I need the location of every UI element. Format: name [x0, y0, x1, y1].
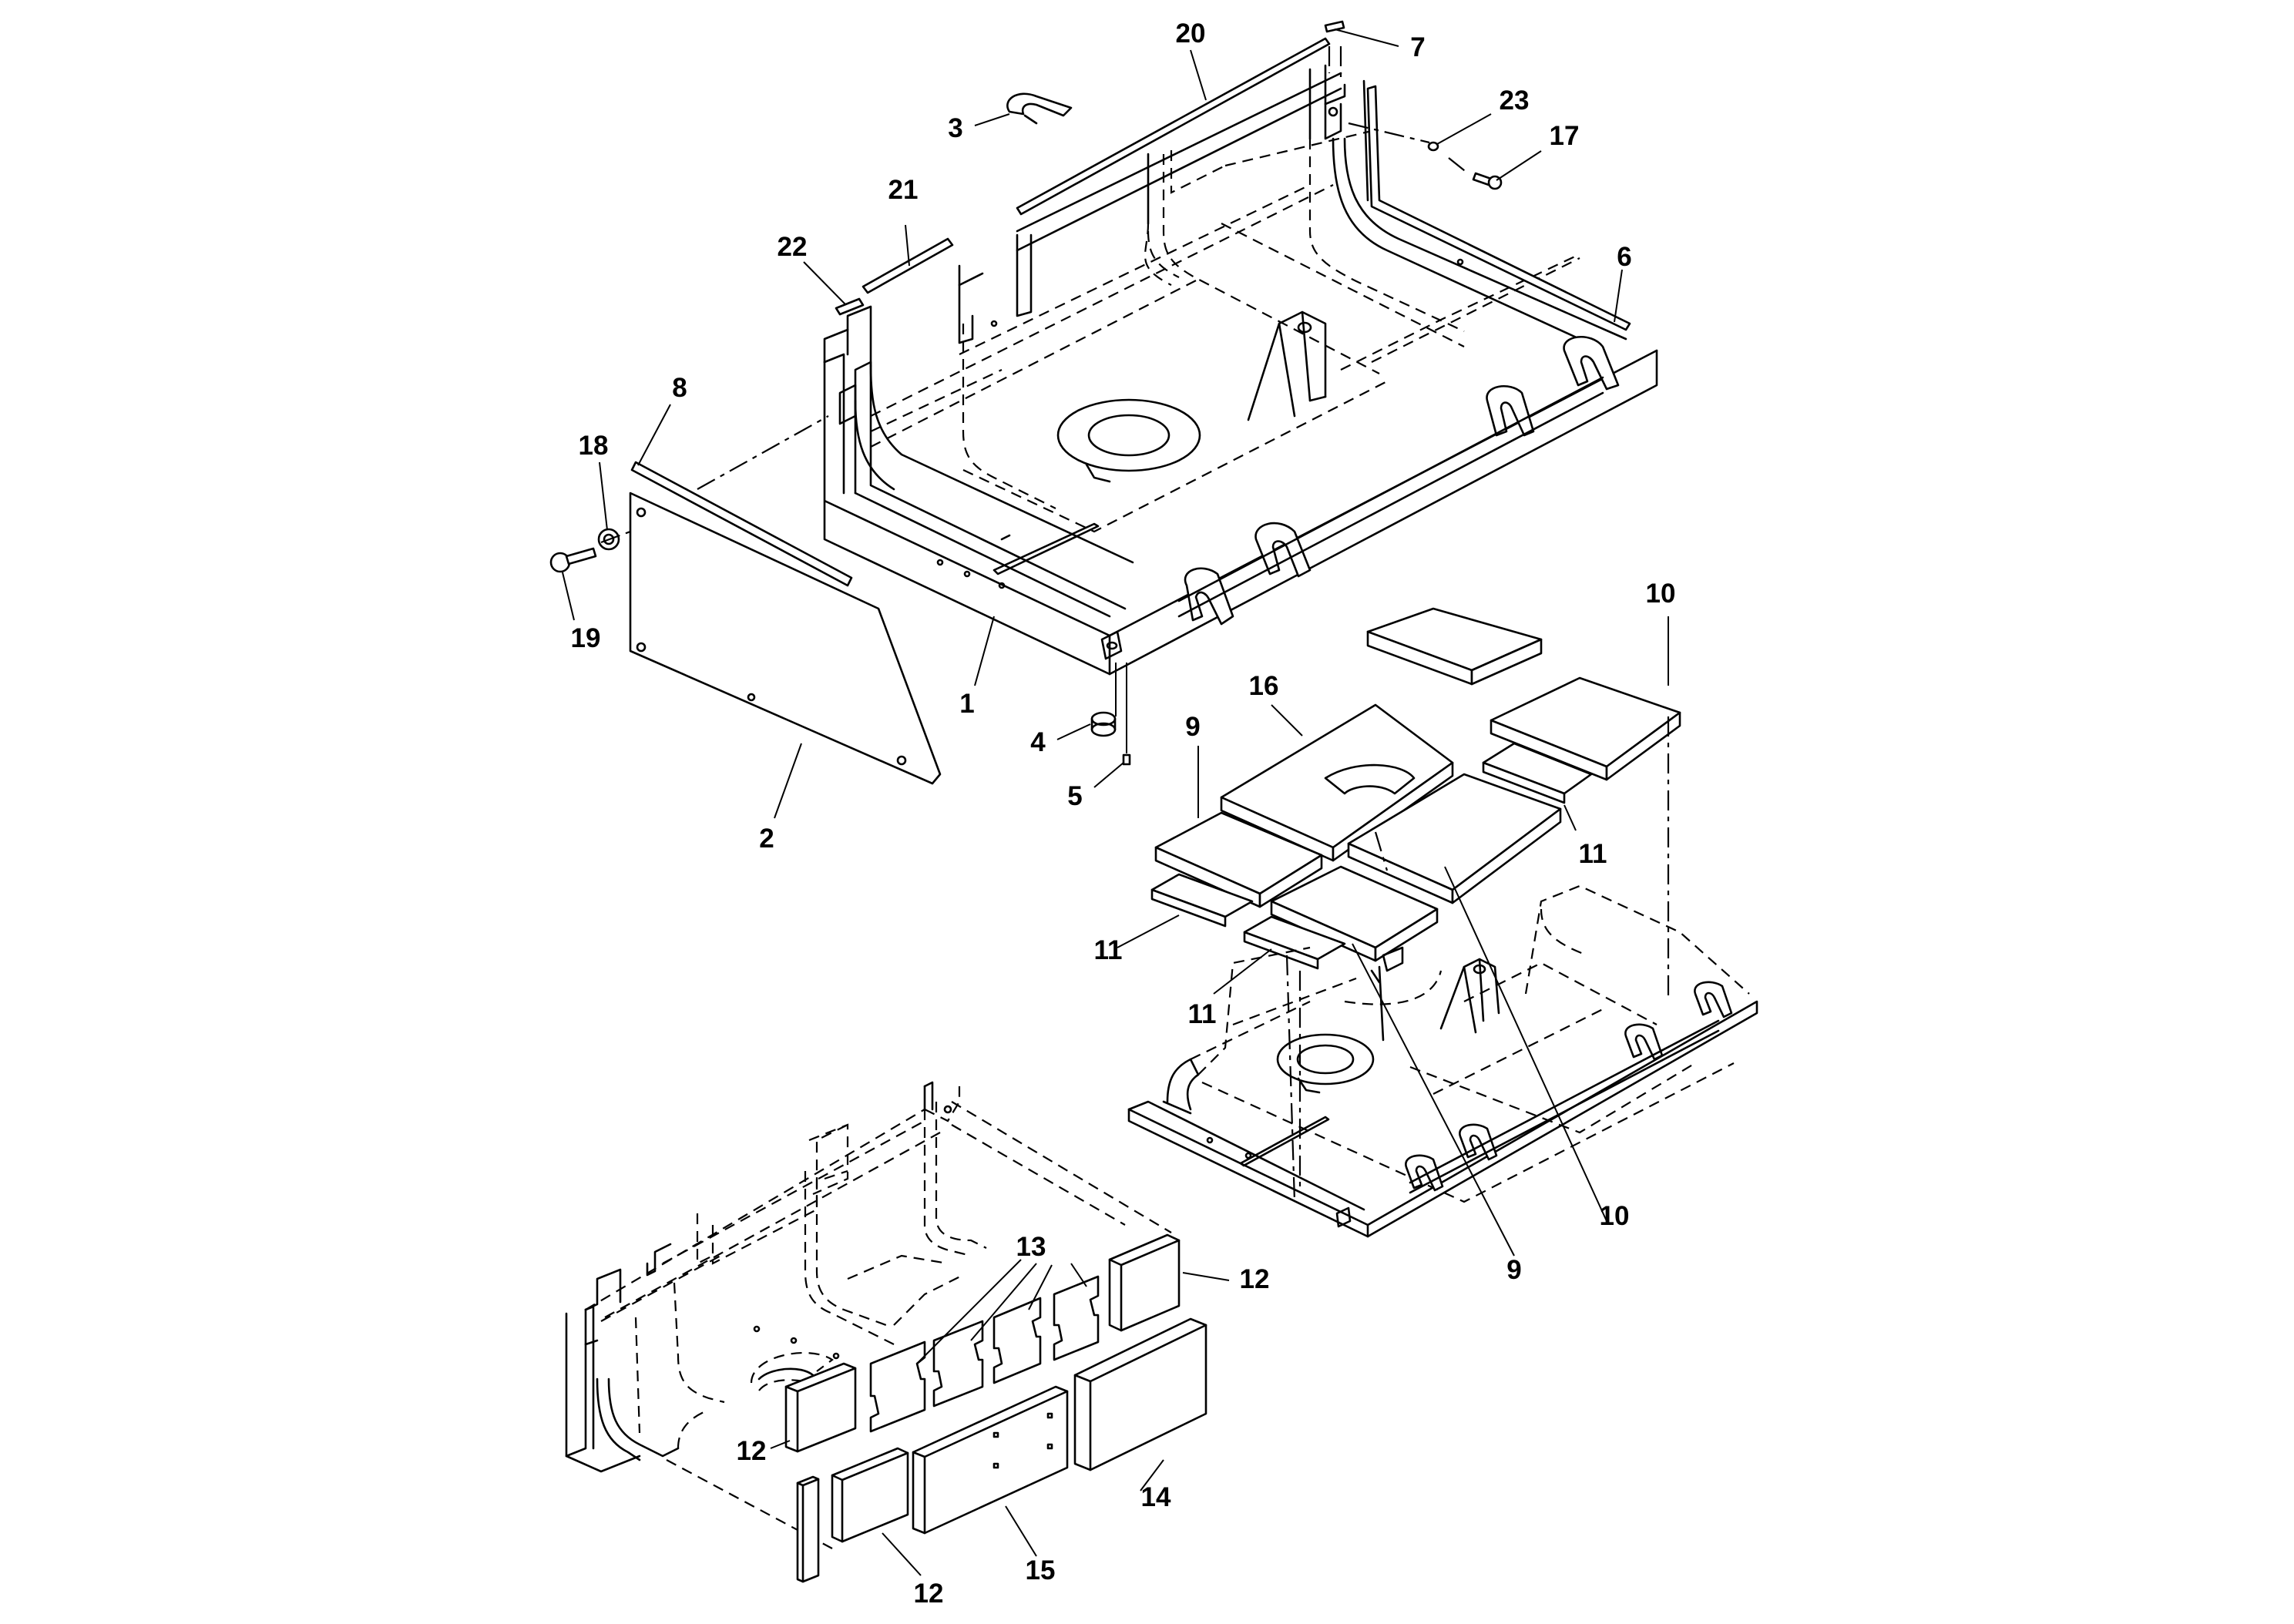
pad-part-12-right	[1108, 1233, 1181, 1332]
callout-13: 13	[1016, 1232, 1046, 1262]
pad-part-15	[912, 1385, 1069, 1535]
callout-12-bottom: 12	[914, 1579, 944, 1609]
rail-part-21	[862, 237, 954, 294]
callout-2: 2	[759, 824, 774, 854]
callout-7: 7	[1410, 32, 1425, 62]
callout-15: 15	[1026, 1555, 1056, 1585]
callout-10-bottom: 10	[1600, 1201, 1630, 1231]
callout-11-bottom: 11	[1188, 999, 1217, 1029]
rail-part-8	[630, 461, 853, 587]
callout-10-top: 10	[1646, 579, 1676, 609]
callout-3: 3	[948, 113, 962, 143]
pad-part-12-bottom	[831, 1447, 909, 1543]
callout-16: 16	[1249, 671, 1279, 701]
bolt-part-19	[549, 547, 597, 573]
callout-22: 22	[778, 232, 808, 262]
handle-part-3	[1006, 92, 1073, 125]
pad-part-13-set	[869, 1275, 1100, 1433]
callout-9-top: 9	[1185, 712, 1200, 742]
pad-part-14	[1073, 1317, 1207, 1471]
side-panel-part-2	[629, 492, 942, 785]
callout-23: 23	[1500, 86, 1530, 116]
pad-part-12-left	[784, 1362, 857, 1453]
pad-assembly	[1150, 607, 1681, 970]
callout-11-left: 11	[1094, 935, 1123, 965]
main-frame-part-1	[823, 64, 1658, 676]
bolt-part-17	[1472, 172, 1503, 190]
callout-11-right: 11	[1579, 839, 1607, 869]
washer-part-23	[1427, 141, 1439, 152]
callout-12-right: 12	[1240, 1264, 1270, 1294]
callout-19: 19	[571, 623, 601, 653]
leader-lines	[562, 29, 1669, 1576]
callout-18: 18	[579, 431, 609, 461]
rail-part-6	[1362, 79, 1631, 331]
callout-labels: 20 7 3 23 17 21 22 6 8 18 19 1 4 5 2 10 …	[571, 18, 1676, 1609]
rail-part-20	[1016, 37, 1331, 216]
rail-part-22	[835, 297, 865, 316]
callout-9-bottom: 9	[1506, 1255, 1521, 1285]
callout-5: 5	[1067, 781, 1082, 811]
bottom-frame	[565, 1081, 1172, 1549]
callout-4: 4	[1030, 727, 1046, 757]
callout-17: 17	[1550, 121, 1580, 151]
callout-14: 14	[1141, 1482, 1171, 1512]
rail-part-7	[1324, 20, 1345, 33]
caster-part-4	[1090, 711, 1117, 737]
callout-1: 1	[959, 689, 974, 719]
callout-20: 20	[1176, 18, 1206, 49]
pad-part-12-end	[796, 1475, 820, 1583]
callout-6: 6	[1617, 242, 1631, 272]
callout-12-left: 12	[737, 1436, 767, 1466]
screw-part-5	[1122, 753, 1131, 766]
middle-frame	[1127, 884, 1758, 1238]
callout-8: 8	[672, 373, 687, 403]
callout-21: 21	[888, 175, 919, 205]
